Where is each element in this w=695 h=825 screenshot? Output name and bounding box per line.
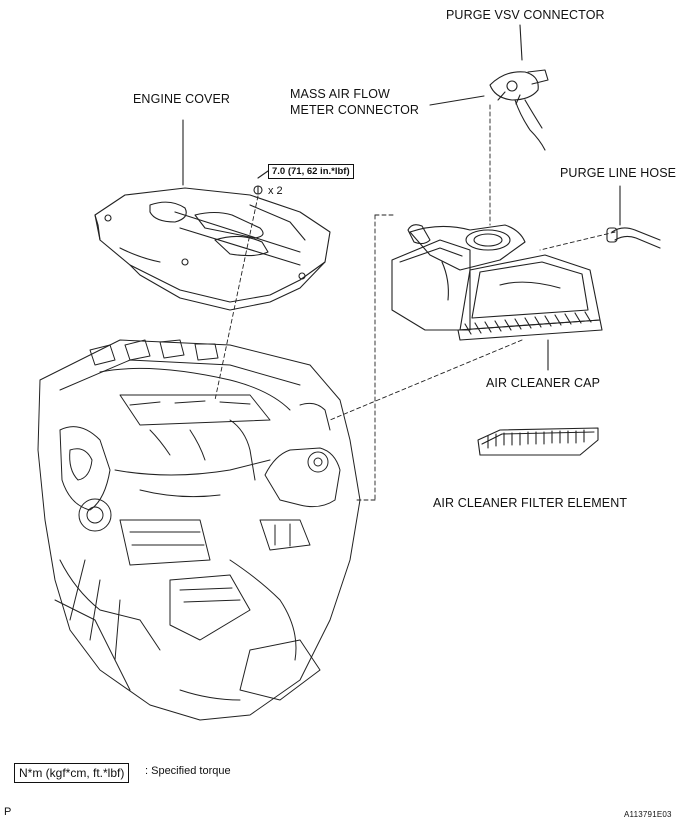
engine-cover-label: ENGINE COVER [133,92,231,106]
purge-line-hose-drawing [606,185,661,249]
engine-cover-drawing [94,187,331,311]
air-cleaner-filter-element-drawing [477,427,599,456]
engine-block-drawing [37,339,361,721]
purge-vsv-connector-drawing [489,24,549,151]
torque-spec-box: 7.0 (71, 62 in.*lbf) [268,164,354,179]
maf-leader [429,95,485,106]
air-cleaner-cap-label: AIR CLEANER CAP [486,376,601,390]
guide-lines [214,104,616,501]
air-cleaner-filter-element-label: AIR CLEANER FILTER ELEMENT [433,496,628,510]
figure-id: A113791E03 [624,810,672,819]
torque-unit-legend-box: N*m (kgf*cm, ft.*lbf) [14,763,130,783]
air-cleaner-cap-drawing [391,224,603,341]
purge-vsv-connector-label: PURGE VSV CONNECTOR [446,8,605,22]
legend-description: : Specified torque [145,765,231,777]
cover-bolt [253,185,263,195]
purge-line-hose-label: PURGE LINE HOSE [560,166,677,180]
page-marker: P [4,806,12,818]
mass-air-flow-label-line2: METER CONNECTOR [290,103,420,117]
mass-air-flow-label-line1: MASS AIR FLOW [290,87,390,101]
bolt-quantity: x 2 [268,185,283,197]
